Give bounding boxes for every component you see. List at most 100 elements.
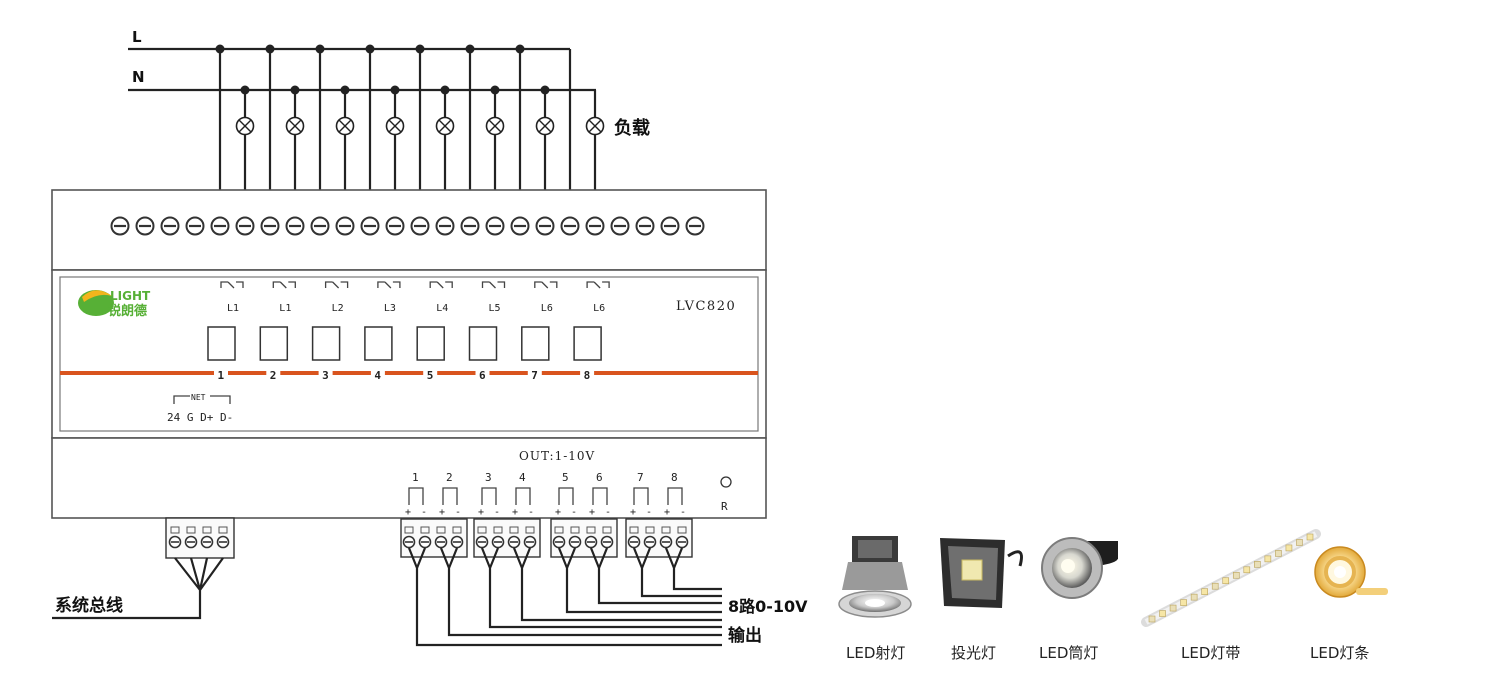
- channel-number: 8: [584, 369, 591, 382]
- output-port-symbol-icon: [515, 487, 531, 505]
- pin-minus: -: [528, 507, 534, 518]
- lamp-icon: [285, 116, 305, 136]
- lamp-branch: [235, 85, 255, 217]
- led-downlight-icon: [1041, 537, 1118, 599]
- relay-channel: L6: [573, 281, 610, 361]
- live-drop: [465, 44, 475, 217]
- output-number: 2: [446, 471, 453, 484]
- output-port: 1 +-: [405, 471, 427, 518]
- channel-button[interactable]: [521, 326, 550, 361]
- system-bus: 系统总线: [52, 517, 235, 620]
- net-pins: 24 G D+ D-: [167, 411, 233, 424]
- screw-terminal: [610, 216, 630, 236]
- output-wire: [664, 547, 722, 591]
- model-label: LVC820: [676, 299, 736, 314]
- output-number: 8: [671, 471, 678, 484]
- relay-symbol-icon: [429, 281, 453, 289]
- channel-number: 6: [479, 369, 486, 382]
- relay-channel: L4: [416, 281, 453, 361]
- relay-channel: L3: [364, 281, 401, 361]
- pin-minus: -: [680, 507, 686, 518]
- supply-lines: L N 负载: [128, 28, 650, 217]
- live-drop: [415, 44, 425, 217]
- output-number: 6: [596, 471, 603, 484]
- pin-minus: -: [605, 507, 611, 518]
- channel-button[interactable]: [207, 326, 236, 361]
- output-port: 8 +-: [664, 471, 686, 518]
- channel-button[interactable]: [416, 326, 445, 361]
- pin-plus: +: [478, 507, 484, 518]
- output-wire: [632, 547, 722, 598]
- output-wire: [407, 547, 722, 647]
- live-drop: [215, 44, 225, 217]
- pin-plus: +: [512, 507, 518, 518]
- channel-button[interactable]: [259, 326, 289, 361]
- top-terminal-row: [110, 216, 705, 236]
- screw-terminal: [435, 216, 455, 236]
- lamp-branch: [285, 85, 305, 217]
- channel-button[interactable]: [468, 326, 498, 361]
- lamp-branch: [335, 85, 355, 217]
- lamp-icon: [485, 116, 505, 136]
- output-connector: [550, 518, 618, 558]
- lamp-branch: [385, 85, 405, 217]
- relay-label: L3: [384, 303, 396, 314]
- screw-terminal: [535, 216, 555, 236]
- logo-sun-icon: [82, 290, 112, 302]
- channel-number: 4: [374, 369, 381, 382]
- screw-terminal: [410, 216, 430, 236]
- reset-button[interactable]: [720, 476, 732, 488]
- channel-button[interactable]: [364, 326, 393, 361]
- module-front-panel: [51, 269, 767, 439]
- pin-plus: +: [439, 507, 445, 518]
- module-terminal-strip: [51, 189, 767, 271]
- channel-button[interactable]: [311, 326, 341, 361]
- output-port: 6 +-: [589, 471, 611, 518]
- output-port: 4 +-: [512, 471, 534, 518]
- relay-symbol-icon: [481, 281, 506, 289]
- system-bus-label: 系统总线: [55, 595, 123, 616]
- output-port: 2+-: [439, 471, 461, 518]
- relay-symbol-icon: [220, 281, 244, 289]
- output-port: 7+-: [630, 471, 652, 518]
- screw-terminal: [160, 216, 180, 236]
- output-wire: [480, 547, 722, 629]
- output-number: 4: [519, 471, 526, 484]
- channel-number: 7: [531, 369, 538, 382]
- screw-terminal: [360, 216, 380, 236]
- screw-terminal: [660, 216, 680, 236]
- relay-label: L2: [332, 303, 344, 314]
- relay-channel: L1: [207, 281, 244, 361]
- brand-logo: LIGHT 锐朗德: [78, 289, 151, 319]
- screw-terminal: [385, 216, 405, 236]
- relay-channel: L5: [468, 281, 506, 361]
- bus-wire: [52, 557, 224, 620]
- screw-terminal: [335, 216, 355, 236]
- screw-terminal: [635, 216, 655, 236]
- pin-plus: +: [664, 507, 670, 518]
- relay-label: L6: [593, 303, 605, 314]
- floodlight-icon: [940, 538, 1023, 608]
- lamp-icon: [435, 116, 455, 136]
- load-label: 负载: [614, 117, 650, 139]
- output-connector: [625, 518, 693, 558]
- pin-plus: +: [589, 507, 595, 518]
- output-number: 7: [637, 471, 644, 484]
- pin-minus: -: [421, 507, 427, 518]
- output-number: 1: [412, 471, 419, 484]
- output-port-symbol-icon: [442, 487, 458, 505]
- logo-top-text: LIGHT: [110, 289, 151, 303]
- channel-number: 2: [270, 369, 277, 382]
- channel-button[interactable]: [573, 326, 602, 361]
- lamp-icon: [535, 116, 555, 136]
- output-port-symbol-icon: [558, 487, 574, 505]
- led-spotlight-icon: [838, 536, 912, 618]
- screw-terminal: [235, 216, 255, 236]
- relay-channel: L6: [521, 281, 558, 361]
- net-bracket: [173, 395, 231, 404]
- pin-plus: +: [405, 507, 411, 518]
- pin-minus: -: [494, 507, 500, 518]
